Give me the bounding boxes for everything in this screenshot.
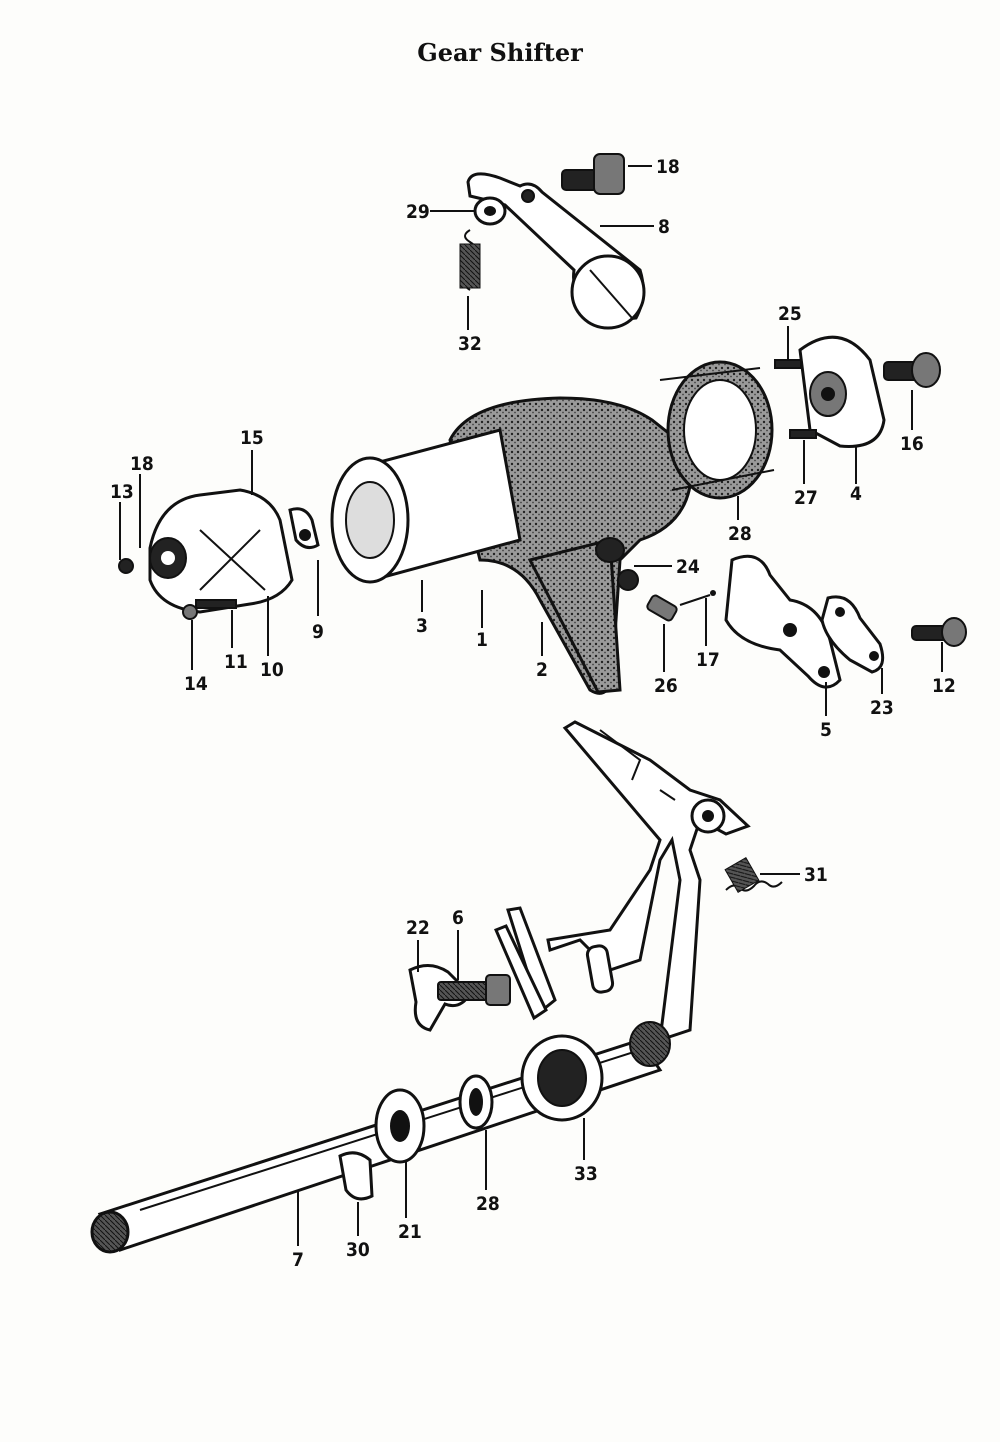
callout-3: 3 xyxy=(416,615,428,637)
callout-10: 10 xyxy=(260,659,284,681)
bolt-top xyxy=(561,153,625,195)
callout-13: 13 xyxy=(110,481,134,503)
leader-lines xyxy=(119,165,943,1246)
callout-23: 23 xyxy=(870,697,894,719)
star-plate xyxy=(148,488,294,614)
spring-31 xyxy=(724,857,783,893)
collar-33 xyxy=(520,1021,671,1122)
callout-28-washer: 28 xyxy=(476,1193,500,1215)
shift-arm xyxy=(546,720,751,1043)
callout-2: 2 xyxy=(536,659,548,681)
clip-30 xyxy=(338,1151,374,1201)
callout-labels: 18 29 8 32 25 16 27 4 28 15 18 13 9 3 1 … xyxy=(110,156,956,1271)
washer-21 xyxy=(374,1088,426,1164)
callout-15: 15 xyxy=(240,427,264,449)
callout-6: 6 xyxy=(452,907,464,929)
gear-shifter-housing xyxy=(448,396,693,695)
callout-21: 21 xyxy=(398,1221,422,1243)
callout-11: 11 xyxy=(224,651,248,673)
callout-4: 4 xyxy=(850,483,862,505)
plate-5 xyxy=(724,554,842,689)
callout-29-top: 29 xyxy=(406,201,430,223)
callout-8: 8 xyxy=(658,216,670,238)
shift-drum xyxy=(659,360,775,500)
callout-26: 26 xyxy=(654,675,678,697)
pawl-26 xyxy=(646,594,678,622)
callout-12: 12 xyxy=(932,675,956,697)
callout-25: 25 xyxy=(778,303,802,325)
left-screws xyxy=(118,558,237,620)
bolt-12 xyxy=(911,617,967,647)
small-bolt-24 xyxy=(617,569,639,591)
bolt-right xyxy=(883,352,941,388)
callout-30: 30 xyxy=(346,1239,370,1261)
end-cover xyxy=(798,335,886,448)
callout-1: 1 xyxy=(476,629,488,651)
washer-29 xyxy=(458,1074,494,1130)
callout-22: 22 xyxy=(406,917,430,939)
diagram-title: Gear Shifter xyxy=(417,38,583,67)
spring-top xyxy=(459,229,481,291)
washer-top xyxy=(473,196,507,226)
spring-pin-17 xyxy=(679,590,716,606)
fork-6 xyxy=(494,906,557,1021)
bolt-6 xyxy=(437,974,511,1006)
callout-24: 24 xyxy=(676,556,700,578)
plate-23 xyxy=(820,595,885,674)
callout-16: 16 xyxy=(900,433,924,455)
callout-32: 32 xyxy=(458,333,482,355)
callout-5: 5 xyxy=(820,719,832,741)
callout-18-left: 18 xyxy=(130,453,154,475)
callout-17: 17 xyxy=(696,649,720,671)
pin-plate xyxy=(288,507,320,550)
callout-14: 14 xyxy=(184,673,208,695)
callout-7: 7 xyxy=(292,1249,304,1271)
callout-31: 31 xyxy=(804,864,828,886)
upper-shift-lever xyxy=(466,172,646,330)
callout-18-top: 18 xyxy=(656,156,680,178)
drum-sleeve xyxy=(330,428,522,584)
callout-28-drum: 28 xyxy=(728,523,752,545)
callout-33: 33 xyxy=(574,1163,598,1185)
slot-plate xyxy=(585,944,615,994)
callout-9: 9 xyxy=(312,621,324,643)
callout-27: 27 xyxy=(794,487,818,509)
